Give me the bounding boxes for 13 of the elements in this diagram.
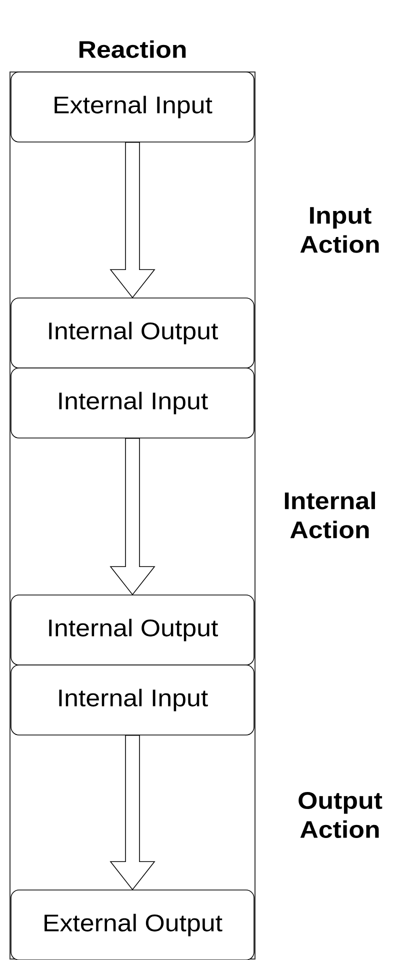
process-box: Internal Output: [10, 594, 254, 666]
process-box: Internal Input: [10, 664, 254, 736]
block-arrow: [110, 142, 156, 298]
side-label: Input Action: [300, 207, 379, 253]
side-label: Internal Action: [284, 492, 375, 538]
side-label: Output Action: [298, 792, 382, 838]
process-box: External Output: [10, 890, 254, 960]
frame-heading: Reaction: [80, 40, 186, 58]
block-arrow: [110, 735, 156, 890]
block-arrow: [110, 438, 156, 596]
process-box: Internal Input: [10, 368, 254, 438]
process-box: Internal Output: [10, 298, 254, 368]
process-box: External Input: [10, 72, 254, 142]
